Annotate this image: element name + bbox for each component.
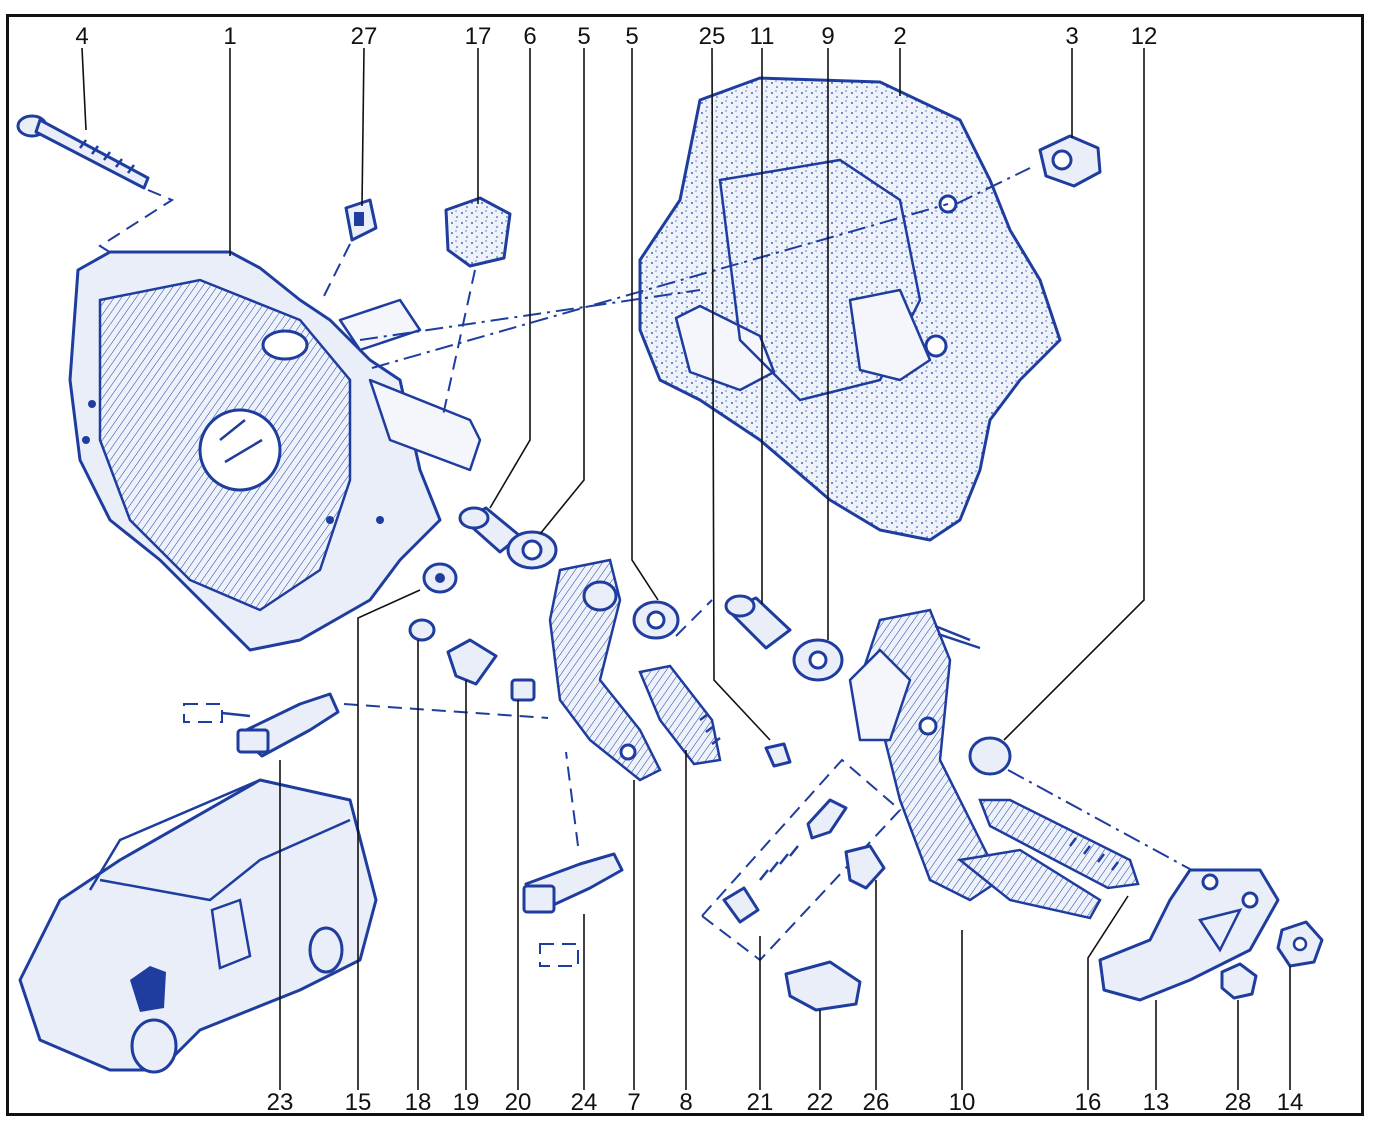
callout-25: 25 [699,23,726,50]
panel-part-2 [638,76,1062,542]
callout-23: 23 [267,1089,294,1116]
callout-19: 19 [453,1089,480,1116]
callout-12: 12 [1131,23,1158,50]
bush-part-12 [968,736,1012,776]
callout-6: 6 [523,23,536,50]
switch-24-ref-box [539,943,579,967]
spring-kit-part-21 [700,742,902,962]
leader-lines [81,47,1291,1090]
callout-16: 16 [1075,1089,1102,1116]
callout-14: 14 [1277,1089,1304,1116]
screw-part-15 [422,562,458,594]
callout-26: 26 [863,1089,890,1116]
callout-8: 8 [679,1089,692,1116]
clutch-pedal-part-7 [548,558,662,782]
brake-pad-part [957,848,1102,920]
callout-2: 2 [893,23,906,50]
callout-27: 27 [351,23,378,50]
nut-axis-3 [955,167,1031,205]
panel-stud-axis [371,203,949,369]
callout-11: 11 [750,23,775,50]
switch-23-arrow [221,711,251,718]
clip-part-27 [344,198,378,242]
bush-part-18 [408,618,436,642]
bolt-part-4 [16,114,150,190]
callout-9: 9 [821,23,834,50]
bearing-part-5a [506,530,558,570]
callout-4: 4 [75,23,88,50]
nut-part-3 [1038,134,1102,188]
callout-18: 18 [405,1089,432,1116]
pedal-axis-line [1007,769,1211,881]
pad-part-17 [444,196,512,268]
callout-numbers: 4 1 27 17 6 5 5 25 11 9 2 3 12 23 15 18 … [75,23,1303,1116]
pedal-pad-part-8 [638,664,722,766]
bearing-part-9 [792,638,844,682]
clip-part-22 [784,960,862,1012]
callout-17: 17 [465,23,492,50]
callout-5b: 5 [625,23,638,50]
switch-23-guide [343,703,549,719]
clip-part-19 [446,638,498,686]
callout-21: 21 [747,1089,774,1116]
rack-part-16 [978,798,1140,890]
sleeve-part-11 [724,594,792,650]
nut-part-28 [1220,962,1258,1000]
axle-guide-line [675,599,713,637]
nut-part-14 [1276,920,1324,968]
clip-guide-line [321,243,351,301]
clip-part-26 [844,844,886,890]
callout-5a: 5 [577,23,590,50]
pad-guide-line [441,269,476,421]
callout-1: 1 [223,23,236,50]
bolt-guide-line [98,189,175,257]
callout-13: 13 [1143,1089,1170,1116]
callout-3: 3 [1065,23,1078,50]
switch-23-ref-box [183,703,223,723]
callout-15: 15 [345,1089,372,1116]
callout-28: 28 [1225,1089,1252,1116]
brake-pedal-part-10 [848,608,1002,902]
switch-24-guide [565,751,579,847]
bracket-part-13 [1098,868,1280,1002]
bearing-part-5b [632,600,680,640]
callout-20: 20 [505,1089,532,1116]
callout-22: 22 [807,1089,834,1116]
callout-10: 10 [949,1089,976,1116]
pedal-bracket-part-1 [68,250,482,652]
switch-part-24 [522,852,624,914]
van-illustration [18,778,378,1074]
switch-part-23 [236,692,340,758]
callout-24: 24 [571,1089,598,1116]
stop-part-20 [510,678,536,702]
callout-7: 7 [627,1089,640,1116]
